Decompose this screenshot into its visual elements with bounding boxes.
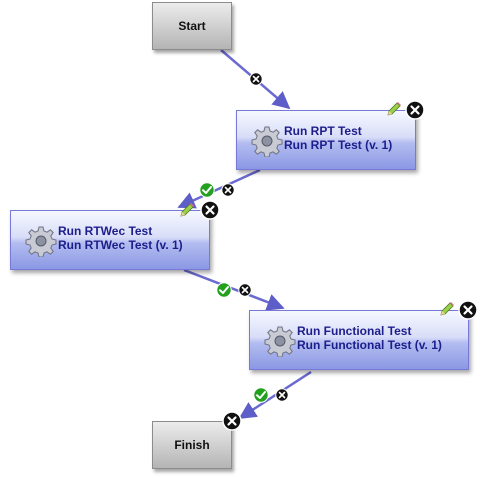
delete-icon[interactable] (222, 411, 242, 431)
start-label: Start (178, 19, 206, 33)
step-version: Run RPT Test (v. 1) (284, 138, 393, 152)
gear-icon (251, 126, 283, 157)
step-title: Run Functional Test (297, 324, 412, 338)
pencil-icon[interactable] (386, 101, 402, 117)
pencil-icon[interactable] (439, 301, 455, 317)
gear-icon (264, 326, 296, 357)
start-node[interactable]: Start (152, 2, 232, 50)
finish-node[interactable]: Finish (152, 421, 232, 469)
connector-rtwec-to-functional[interactable] (183, 268, 285, 311)
step-title: Run RTWec Test (58, 224, 153, 238)
delete-icon[interactable] (200, 200, 220, 220)
delete-icon[interactable] (405, 100, 425, 120)
step-run-rpt-test[interactable]: Run RPT Test Run RPT Test (v. 1) (236, 110, 416, 170)
connector-delete-icon[interactable] (249, 72, 263, 86)
step-run-functional-test[interactable]: Run Functional Test Run Functional Test … (249, 310, 469, 370)
step-version: Run Functional Test (v. 1) (297, 338, 442, 352)
connector-delete-icon[interactable] (275, 388, 289, 402)
step-version: Run RTWec Test (v. 1) (58, 238, 183, 252)
delete-icon[interactable] (458, 300, 478, 320)
step-title: Run RPT Test (284, 124, 362, 138)
pencil-icon[interactable] (179, 202, 195, 218)
checkmark-icon[interactable] (216, 282, 232, 298)
checkmark-icon[interactable] (199, 182, 215, 198)
connector-delete-icon[interactable] (221, 183, 235, 197)
finish-label: Finish (174, 438, 210, 452)
gear-icon (25, 226, 57, 257)
step-run-rtwec-test[interactable]: Run RTWec Test Run RTWec Test (v. 1) (10, 210, 210, 270)
checkmark-icon[interactable] (253, 387, 269, 403)
connector-delete-icon[interactable] (238, 283, 252, 297)
